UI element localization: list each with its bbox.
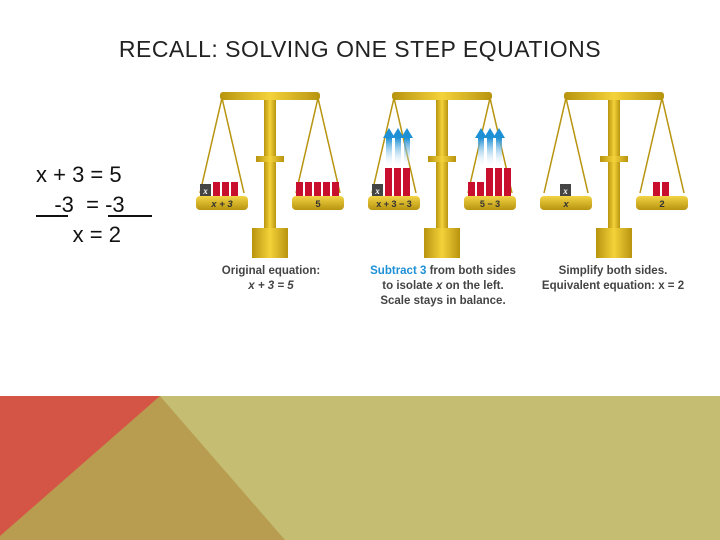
pan-label-left: x + 3 − 3 xyxy=(376,199,412,209)
caption-original: Original equation: x + 3 = 5 xyxy=(216,264,326,294)
caption-line: to isolate x on the left. xyxy=(368,279,518,294)
equation-line-2: -3 = -3 xyxy=(36,190,152,220)
scale-subtract: x x + 3 − 3 5 − 3 xyxy=(368,92,516,258)
svg-text:x: x xyxy=(562,186,568,196)
caption-line: Simplify both sides. xyxy=(558,265,668,277)
caption-line: Equivalent equation: x = 2 xyxy=(541,280,685,292)
scale-simplified: x x 2 xyxy=(540,92,688,258)
equation-work: x + 3 = 5 -3 = -3 x = 2 xyxy=(36,160,152,250)
decorative-footer xyxy=(0,396,720,540)
caption-line: Original equation: xyxy=(221,265,321,277)
caption-text: to isolate xyxy=(382,280,436,292)
caption-highlight: Subtract 3 xyxy=(370,265,427,277)
equation-line-3: x = 2 xyxy=(36,222,121,247)
caption-text: from both sides xyxy=(426,265,516,277)
pan-label-right: 2 xyxy=(659,199,664,210)
pan-label-left: x + 3 xyxy=(210,199,233,210)
svg-text:x: x xyxy=(374,186,380,196)
pan-label-left: x xyxy=(562,199,569,210)
caption-line: Subtract 3 from both sides xyxy=(368,264,518,279)
caption-line: Scale stays in balance. xyxy=(380,295,506,307)
caption-line: x + 3 = 5 xyxy=(248,280,294,292)
equation-line-1: x + 3 = 5 xyxy=(36,162,122,187)
scale-original: x x + 3 5 xyxy=(196,92,344,258)
footer-red-shape xyxy=(0,396,160,536)
balance-scales-illustration: x x + 3 5 x xyxy=(196,92,688,258)
caption-variable: x xyxy=(435,280,443,292)
arrow-up-icon xyxy=(383,128,413,168)
caption-subtract: Subtract 3 from both sides to isolate x … xyxy=(368,264,518,309)
arrow-up-icon xyxy=(475,128,505,168)
caption-simplified: Simplify both sides. Equivalent equation… xyxy=(538,264,688,294)
caption-text: on the left. xyxy=(442,280,504,292)
svg-text:x: x xyxy=(202,186,208,196)
slide-title: RECALL: SOLVING ONE STEP EQUATIONS xyxy=(118,36,602,62)
pan-label-right: 5 − 3 xyxy=(480,199,500,209)
pan-label-right: 5 xyxy=(315,199,321,210)
